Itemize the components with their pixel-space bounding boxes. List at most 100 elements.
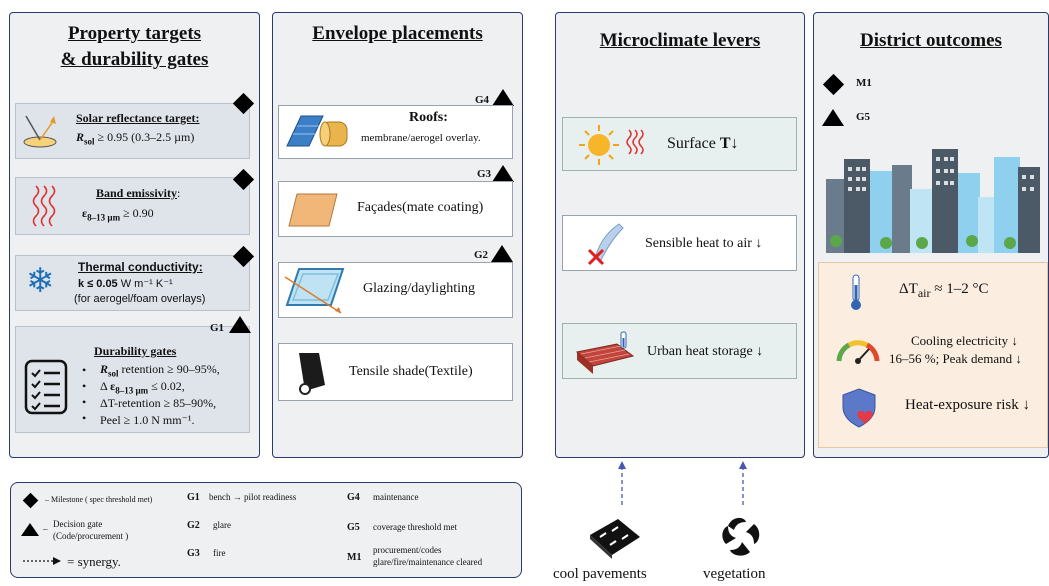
durability-bullet-3: ΔT-retention ≥ 85–90%, — [100, 396, 217, 410]
durability-title: Durability gates — [94, 344, 177, 358]
property-targets-panel: Property targets & durability gates Sola… — [9, 12, 260, 458]
emission-waves-icon — [32, 185, 56, 227]
legend-milestone-text: – Milestone ( spec threshold met) — [45, 495, 153, 504]
roofs-title: Roofs: — [409, 110, 448, 125]
legend-m1-label: M1 — [856, 77, 872, 89]
legend-decision-2: (Code/procurement ) — [53, 531, 129, 541]
no-air-icon — [587, 223, 624, 266]
solar-reflectance-box: Solar reflectance target: Rsol ≥ 0.95 (0… — [15, 103, 250, 159]
band-title: Band emissivity: — [96, 186, 181, 200]
legend-decision-1: Decision gate — [53, 519, 103, 529]
glazing-label: Glazing/daylighting — [363, 281, 475, 296]
legend-g5-label: G5 — [856, 111, 871, 123]
surface-label: Surface T↓ — [667, 135, 739, 152]
durability-bullet-1: Rsol retention ≥ 90–95%, — [100, 362, 220, 379]
cool-pavements-label: cool pavements — [553, 566, 647, 582]
legend-text-g4: maintenance — [373, 492, 419, 502]
solar-mirror-icon — [23, 115, 57, 148]
recycle-leaves-icon — [722, 517, 760, 556]
district-outcomes-panel: District outcomes M1 G5 — [813, 12, 1049, 458]
thermal-note: (for aerogel/foam overlays) — [74, 293, 206, 305]
heat-storage-box: Urban heat storage ↓ — [562, 323, 797, 379]
durability-bullet-4: Peel ≥ 1.0 N mm⁻¹. — [100, 413, 195, 427]
property-title-line1: Property targets — [67, 23, 202, 44]
thermometer-icon — [851, 274, 861, 310]
property-title-line2: & durability gates — [60, 49, 209, 70]
synergy-arrow-cool — [618, 461, 626, 505]
snowflake-icon: ❄ — [26, 263, 55, 300]
band-emissivity-box: Band emissivity: ε8–13 µm ≥ 0.90 — [15, 177, 250, 235]
gate-label-g4: G4 — [475, 94, 490, 106]
tensile-label: Tensile shade(Textile) — [349, 364, 473, 379]
outcomes-box: ΔTair ≈ 1–2 °C Cooling electricity ↓ 16–… — [818, 262, 1048, 448]
shield-heart-icon — [842, 388, 876, 428]
thermal-value: k ≤ 0.05 W m⁻¹ K⁻¹ — [78, 278, 173, 290]
fabric-roll-icon — [299, 353, 325, 395]
legend-text-m1-2: glare/fire/maintenance cleared — [373, 557, 483, 567]
thermal-title: Thermal conductivity: — [78, 260, 203, 274]
roof-membrane-icon — [286, 115, 348, 147]
roofs-subtitle: membrane/aerogel overlay. — [361, 132, 481, 144]
road-icon — [590, 519, 640, 559]
surface-t-box: Surface T↓ — [562, 117, 797, 171]
solar-value: Rsol ≥ 0.95 (0.3–2.5 µm) — [76, 130, 195, 147]
envelope-placements-panel: Envelope placements G4 Roofs: membrane/a… — [272, 12, 523, 458]
legend-diamond-icon — [22, 492, 39, 509]
glazing-box: Glazing/daylighting — [278, 262, 513, 318]
legend-code-m1: M1 — [347, 552, 362, 563]
heat-exposure-label: Heat-exposure risk ↓ — [905, 397, 1030, 413]
microclimate-levers-panel: Microclimate levers Surface T↓ Sensible … — [555, 12, 805, 458]
legend-text-g2: glare — [213, 520, 231, 530]
synergy-arrow-veg — [739, 461, 747, 505]
decision-triangle-g2 — [491, 245, 513, 262]
legend-dash: – — [43, 524, 48, 534]
tensile-box: Tensile shade(Textile) — [278, 343, 513, 401]
gate-label-g3: G3 — [477, 168, 492, 180]
decision-triangle-g5 — [822, 109, 844, 126]
checklist-icon — [24, 359, 68, 415]
legend-code-g4: G4 — [347, 492, 360, 503]
legend-synergy-text: = synergy. — [67, 554, 121, 569]
storage-label: Urban heat storage ↓ — [647, 344, 764, 359]
legend-box: – Milestone ( spec threshold met) – Deci… — [10, 482, 522, 578]
legend-code-g2: G2 — [187, 520, 200, 531]
decision-triangle-g4 — [492, 89, 514, 106]
vegetation-label: vegetation — [703, 566, 766, 582]
facades-box: Façades(mate coating) — [278, 181, 513, 237]
legend-text-g3: fire — [213, 548, 226, 558]
bullet-marks: •••• — [82, 363, 87, 425]
brick-wall-icon — [575, 331, 635, 374]
thermal-conductivity-box: ❄ Thermal conductivity: k ≤ 0.05 W m⁻¹ K… — [15, 255, 250, 311]
legend-triangle-icon — [21, 523, 39, 536]
roofs-box: Roofs: membrane/aerogel overlay. — [278, 105, 513, 159]
city-skyline-icon — [826, 149, 1040, 253]
legend-code-g5: G5 — [347, 522, 360, 533]
envelope-title: Envelope placements — [312, 23, 483, 44]
cooling-line2: 16–56 %; Peak demand ↓ — [889, 351, 1022, 366]
decision-triangle-g3 — [492, 165, 514, 182]
solar-title: Solar reflectance target: — [76, 111, 200, 125]
district-title: District outcomes — [860, 30, 1002, 51]
facades-label: Façades(mate coating) — [357, 200, 484, 215]
microclimate-title: Microclimate levers — [599, 30, 761, 51]
gauge-icon — [836, 340, 880, 364]
band-value: ε8–13 µm ≥ 0.90 — [82, 206, 154, 223]
legend-code-g3: G3 — [187, 548, 200, 559]
legend-text-m1-1: procurement/codes — [373, 545, 442, 555]
legend-code-g1: G1 — [187, 492, 200, 503]
cooling-line1: Cooling electricity ↓ — [911, 333, 1018, 348]
durability-bullet-2: Δ ε8–13 µm ≤ 0.02, — [100, 379, 185, 396]
durability-gates-box: Durability gates •••• Rsol retention ≥ 9… — [15, 326, 250, 433]
milestone-diamond-m1 — [822, 73, 845, 96]
delta-t-air: ΔTair ≈ 1–2 °C — [899, 281, 989, 300]
legend-synergy-arrow — [23, 557, 61, 565]
sensible-heat-box: Sensible heat to air ↓ — [562, 215, 797, 271]
window-glazing-icon — [284, 268, 345, 314]
sensible-label: Sensible heat to air ↓ — [645, 236, 763, 251]
sun-icon — [579, 125, 619, 165]
decision-triangle-g1 — [229, 316, 251, 333]
legend-text-g5: coverage threshold met — [373, 522, 457, 532]
facade-panel-icon — [288, 193, 338, 227]
gate-label-g2: G2 — [474, 249, 489, 261]
legend-text-g1: bench → pilot readiness — [209, 492, 297, 502]
